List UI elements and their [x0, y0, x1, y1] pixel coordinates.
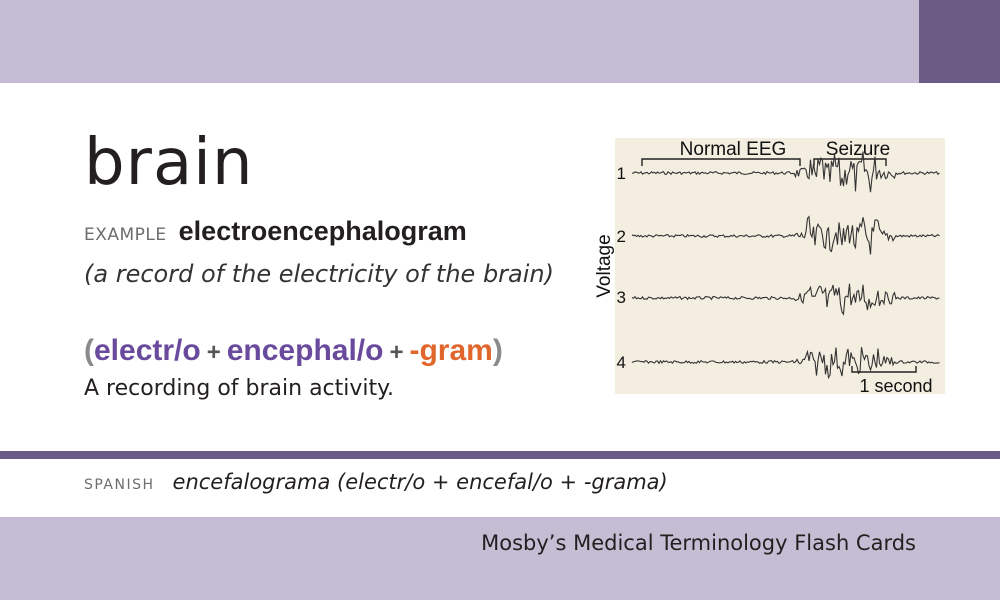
plus-sign: + [206, 339, 221, 366]
plus-sign: + [389, 339, 404, 366]
eeg-trace-4 [631, 347, 940, 380]
time-scale-label: 1 second [859, 376, 932, 394]
eeg-trace-3 [631, 283, 940, 316]
term-title: brain [84, 126, 254, 200]
axis-label-voltage: Voltage [594, 234, 615, 297]
figure-background [615, 138, 945, 394]
channel-label-3: 3 [617, 288, 626, 307]
spanish-translation: encefalograma (electr/o + encefal/o + -g… [172, 470, 668, 494]
definition: (a record of the electricity of the brai… [84, 260, 554, 288]
time-scale-bracket [851, 366, 917, 373]
channel-label-1: 1 [617, 164, 626, 183]
eeg-trace-1 [631, 151, 940, 193]
eeg-illustration: Normal EEG Seizure Voltage 1 2 3 4 1 sec… [594, 138, 945, 394]
label-seizure: Seizure [826, 139, 890, 160]
eeg-figure: Normal EEG Seizure Voltage 1 2 3 4 1 sec… [590, 138, 945, 394]
root-encephalo: encephal/o [226, 334, 384, 367]
spanish-line: SPANISH encefalograma (electr/o + encefal… [84, 470, 668, 510]
paren-close: ) [492, 334, 503, 367]
eeg-trace-2 [631, 215, 940, 255]
word-parts: (electr/o+encephal/o+-gram) [84, 331, 503, 373]
section-divider [0, 451, 1000, 459]
eeg-traces [631, 151, 940, 380]
footer-title: Mosby’s Medical Terminology Flash Cards [481, 531, 916, 555]
top-band [0, 0, 1000, 83]
label-normal-eeg: Normal EEG [680, 139, 787, 160]
top-corner-block [919, 0, 1000, 83]
example-word: electroencephalogram [178, 216, 467, 246]
spanish-label: SPANISH [84, 477, 155, 493]
meaning: A recording of brain activity. [84, 376, 395, 401]
seizure-bracket [813, 158, 887, 166]
channel-label-4: 4 [617, 353, 626, 372]
suffix-gram: -gram [409, 334, 493, 367]
paren-open: ( [84, 334, 94, 367]
root-electro: electr/o [94, 334, 201, 367]
channel-label-2: 2 [617, 227, 626, 246]
normal-eeg-bracket [641, 158, 801, 166]
example-line: EXAMPLE electroencephalogram [84, 216, 467, 256]
bottom-band [0, 517, 1000, 600]
example-label: EXAMPLE [84, 225, 167, 245]
